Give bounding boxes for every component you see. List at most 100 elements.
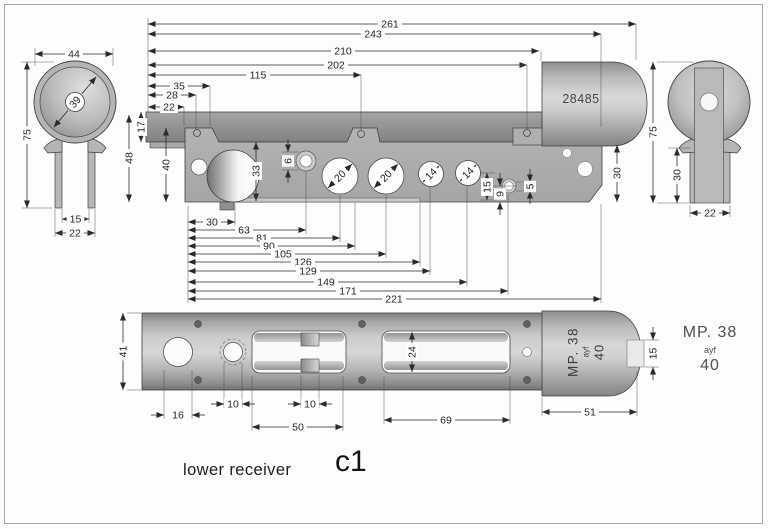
rivet-hole [194,376,202,384]
stamp-detail-model: MP. 38 [682,324,738,341]
dim-part: 15 [648,348,660,360]
dim-part: 22 [69,228,81,240]
slot-tab [300,332,320,347]
drawing-caption: lower receiver [183,461,292,479]
dim-part: 221 [385,294,403,306]
dim-part [406,343,418,361]
dim-part: 171 [339,286,357,298]
dim-part [581,406,599,418]
dim-label: 149 [313,276,339,289]
dim-part [289,421,307,433]
dim-part [66,227,84,239]
stamp-detail-year: 40 [700,357,720,374]
dim-label: 9 [494,188,507,200]
open-hole [522,347,532,357]
dim-label: 33 [250,162,263,180]
guide-rib [694,67,724,204]
rivet-hole [523,376,531,384]
dim-label: 30 [203,216,221,229]
dim-part [135,118,147,136]
dim-part [65,48,83,60]
dim-part: 149 [317,277,335,289]
dim-part [701,207,719,219]
dim-label: 10 [224,398,242,411]
dim-part [313,276,339,288]
dim-part [671,166,683,184]
rivet-hole [194,320,202,328]
dim-part [377,18,403,30]
dim-label: 51 [581,406,599,419]
dim-label: 20 [329,165,351,187]
stamp-model: MP. 38 [565,326,581,378]
rivet-hole [523,320,531,328]
dim-part [245,69,271,81]
dim-part [375,165,397,187]
dim-label: 16 [169,409,187,422]
rear-view [667,60,751,204]
dim-line [81,76,97,94]
front-section-view [33,60,117,209]
center-hole [699,92,719,112]
drawing-border [4,4,763,524]
dim-label: 15 [66,213,85,226]
dim-label: 20 [375,165,397,187]
dim-part [494,188,506,200]
dim-part [123,149,135,167]
dim-part: 10 [227,399,239,411]
dim-label: 14 [457,162,479,184]
dim-label: 22 [66,227,84,240]
pin-hole [523,129,531,137]
dim-label: 10 [301,398,319,411]
dim-part: 10 [304,399,316,411]
dim-part [235,224,253,236]
dim-part: 75 [648,126,660,138]
dimension-annotations: 2612432102021153528224415222230638190105… [21,18,731,434]
cap-stub [626,339,645,368]
dim-part: 28 [166,90,178,102]
sheet-code: c1 [335,445,367,478]
dim-label: 22 [160,101,178,114]
slot-inner-wall [254,361,344,370]
dim-part: 210 [334,46,352,58]
rail-lip [149,141,188,149]
dim-part [270,248,296,260]
dim-label: 221 [381,293,407,306]
dim-part [437,414,455,426]
dim-part [21,126,33,144]
dim-part: 9 [495,191,507,197]
dim-part [481,178,493,196]
large-hole [163,337,193,367]
dim-label: 28 [163,89,181,102]
slot-inner-wall [254,333,344,342]
dim-label: 30 [671,166,684,184]
dim-part [457,162,479,184]
lower-slot-edge [227,197,421,203]
hole [577,161,593,177]
dim-label: 17 [135,118,148,136]
dim-part [169,409,187,421]
dim-part: 17 [136,121,148,133]
slot-tab [300,358,320,373]
magazine-catch [219,201,235,211]
dim-label: 243 [360,28,386,41]
dim-label: 210 [330,45,356,58]
dim-label: 171 [335,285,361,298]
dim-part: 51 [584,407,596,419]
stamp-year: 40 [591,343,607,361]
hole [190,158,208,176]
dim-part: 15 [482,181,494,193]
dim-part: 129 [299,266,317,278]
dim-label: 129 [295,265,321,278]
dim-part [420,163,442,185]
dim-label: 105 [270,248,296,261]
dim-part: 69 [440,415,452,427]
dim-part: 40 [161,159,173,171]
dim-part [329,165,351,187]
dim-label: 15 [481,178,494,196]
dim-label: 50 [289,421,307,434]
dim-part: 30 [206,217,218,229]
dim-label: 261 [377,18,403,31]
dim-label: 41 [117,342,130,361]
part-number: 28485 [562,92,600,106]
dim-part: 24 [407,346,419,358]
